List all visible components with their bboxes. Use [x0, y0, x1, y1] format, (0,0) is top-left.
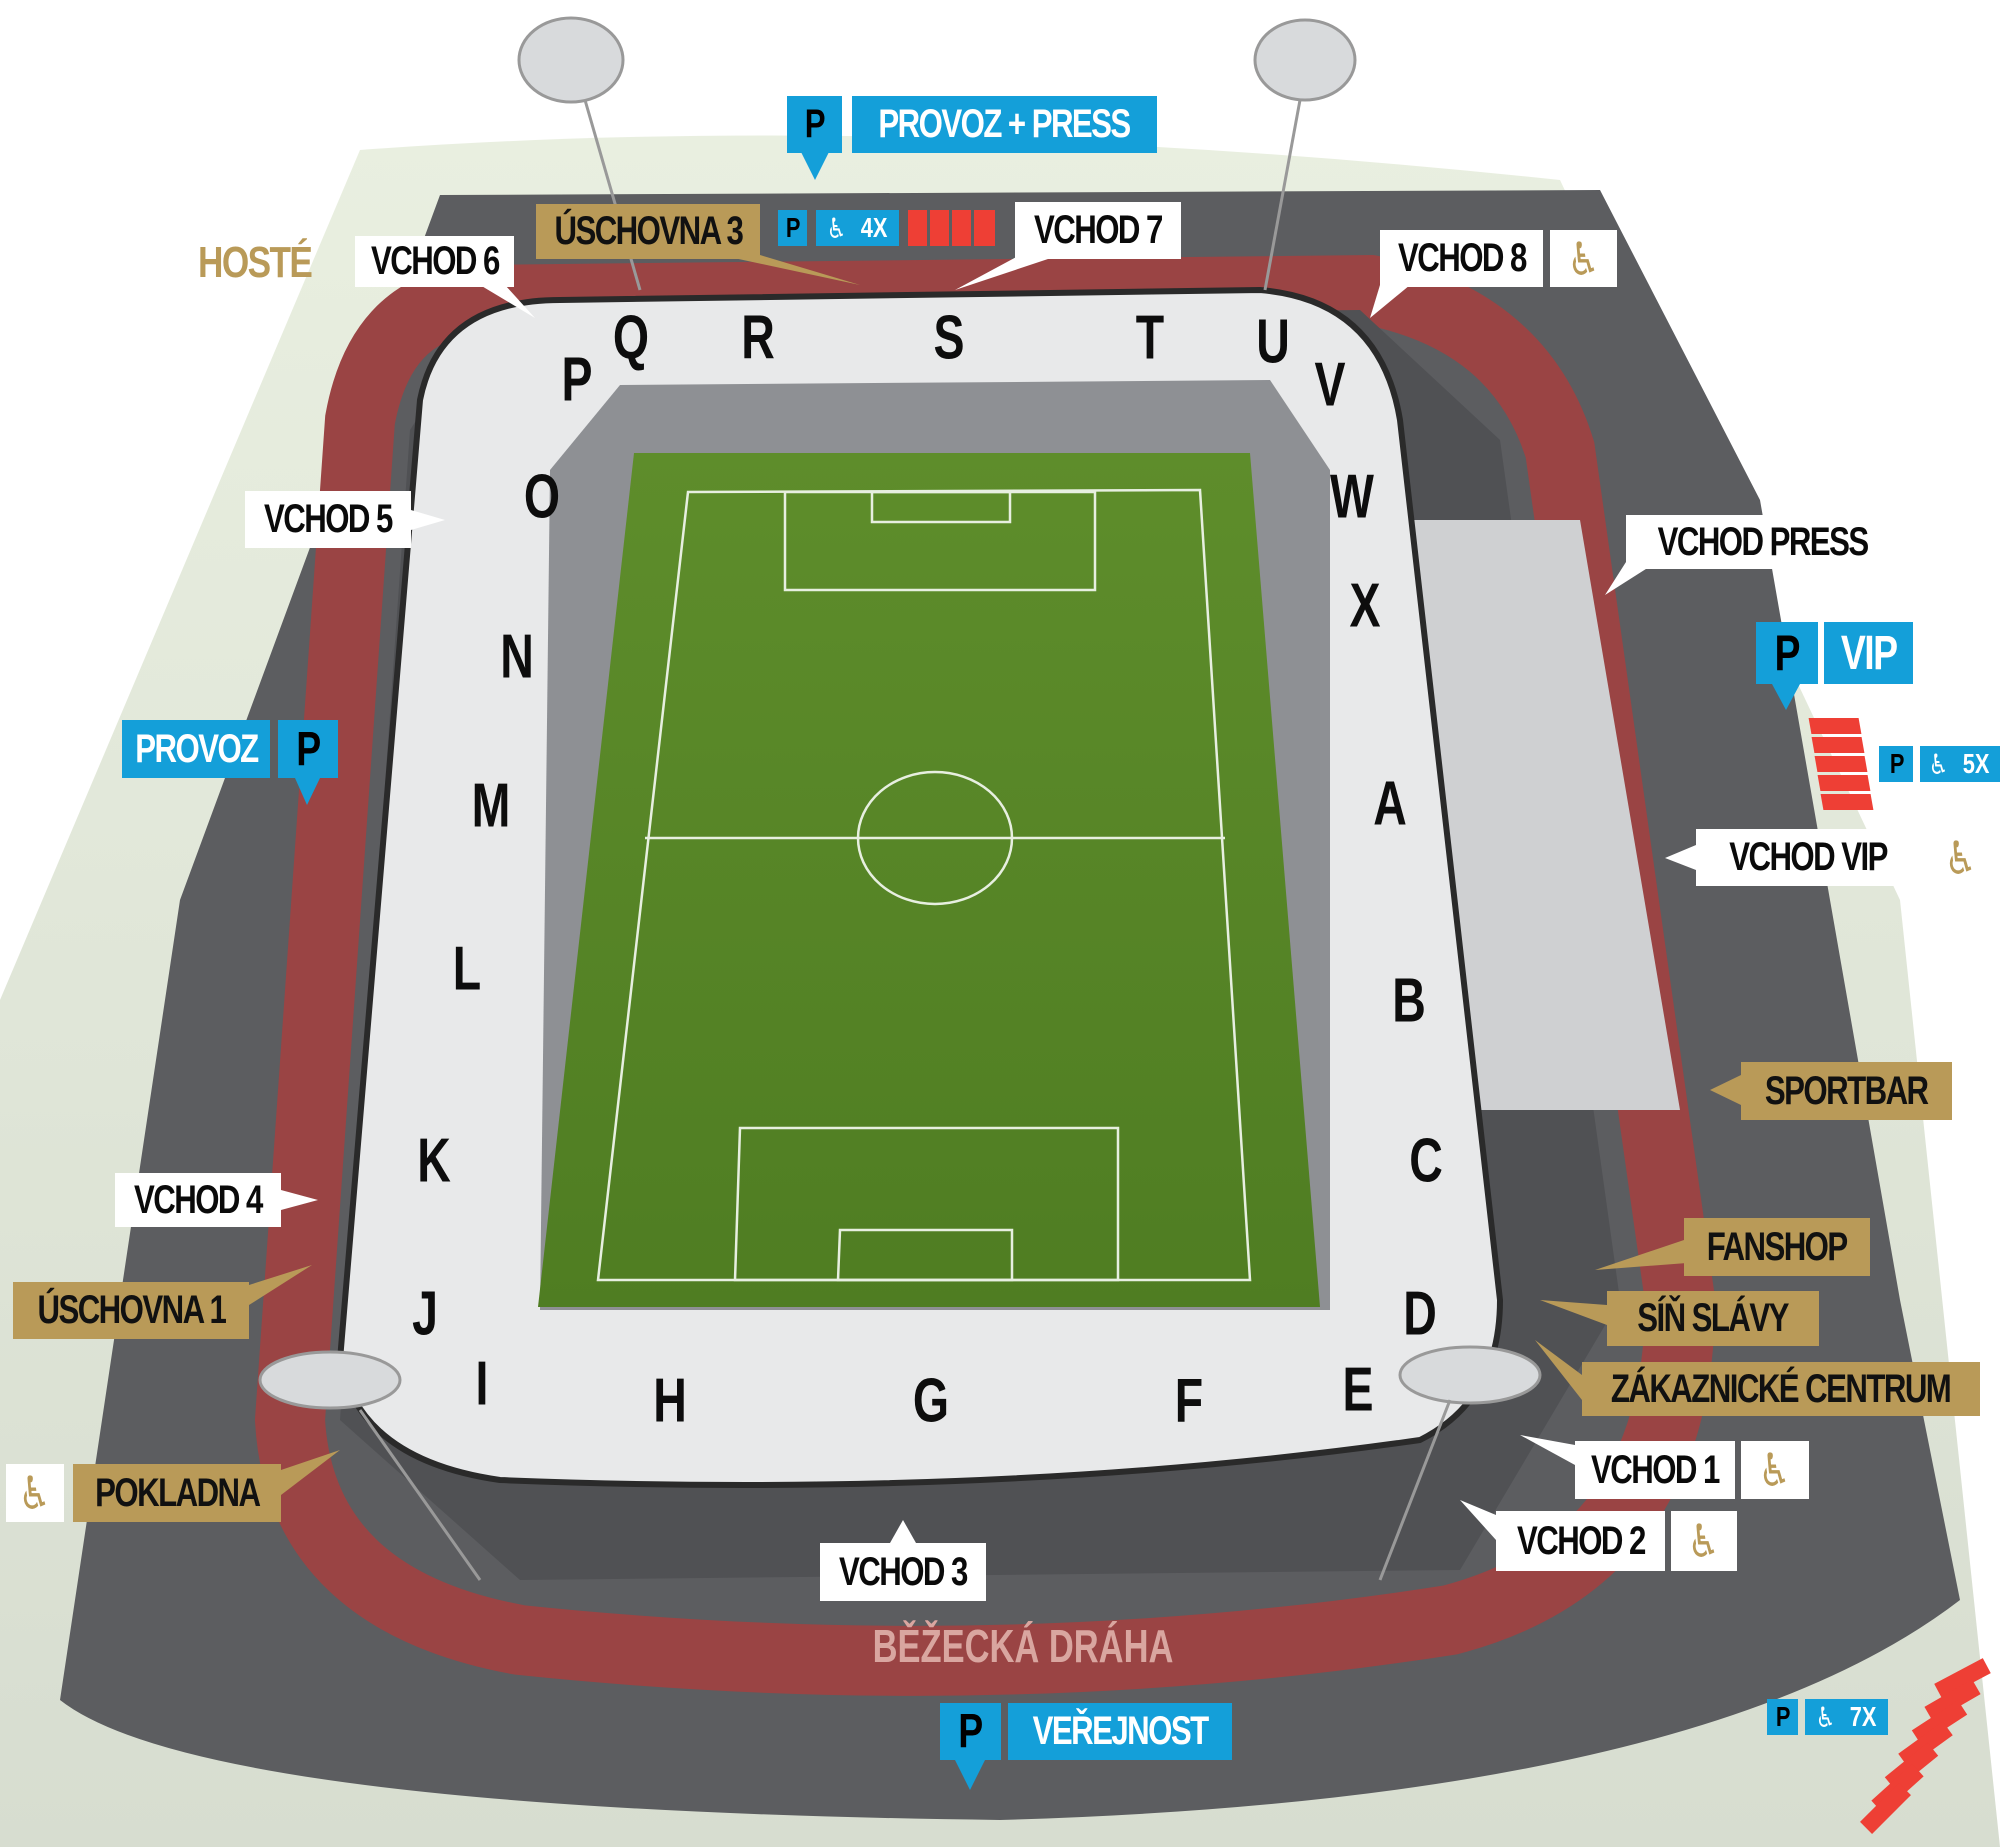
parking-spot — [1820, 794, 1874, 810]
parking-spot — [1808, 718, 1862, 734]
section-x[interactable]: X — [1349, 571, 1381, 641]
label-vchod-5[interactable]: VCHOD 5 — [245, 491, 411, 548]
parking-icon: P — [278, 720, 338, 778]
label-vchod-1[interactable]: VCHOD 1 — [1575, 1441, 1735, 1499]
label-vchod-3[interactable]: VCHOD 3 — [820, 1543, 986, 1601]
parking-spot — [1814, 756, 1868, 772]
label-verejnost[interactable]: VEŘEJNOST — [1008, 1703, 1232, 1760]
wheelchair-icon: ♿ — [6, 1464, 64, 1522]
section-s[interactable]: S — [933, 303, 965, 373]
section-j[interactable]: J — [412, 1279, 438, 1349]
section-i[interactable]: I — [475, 1349, 489, 1419]
parking-icon: P — [787, 96, 842, 153]
disabled-parking-5x: ♿ 5X — [1920, 746, 2000, 782]
section-w[interactable]: W — [1330, 462, 1374, 532]
pitch — [538, 453, 1320, 1307]
wheelchair-icon: ♿ — [1929, 747, 1949, 781]
parking-icon: P — [940, 1703, 1001, 1760]
label-sportbar[interactable]: SPORTBAR — [1741, 1062, 1952, 1120]
label-uschovna-1[interactable]: ÚSCHOVNA 1 — [13, 1282, 249, 1339]
parking-spot — [930, 210, 949, 246]
running-track — [254, 254, 1716, 1696]
section-e[interactable]: E — [1342, 1355, 1374, 1425]
section-f[interactable]: F — [1174, 1366, 1204, 1436]
label-uschovna-3[interactable]: ÚSCHOVNA 3 — [536, 204, 760, 259]
label-zakaznicke-centrum[interactable]: ZÁKAZNICKÉ CENTRUM — [1582, 1362, 1980, 1416]
wheelchair-icon: ♿ — [1550, 230, 1617, 287]
parking-spot — [1811, 737, 1865, 753]
section-u[interactable]: U — [1256, 307, 1290, 377]
parking-icon: P — [778, 210, 807, 246]
section-k[interactable]: K — [417, 1126, 451, 1196]
label-vip-parking[interactable]: VIP — [1824, 622, 1913, 684]
section-b[interactable]: B — [1392, 966, 1426, 1036]
label-sin-slavy[interactable]: SÍŇ SLÁVY — [1607, 1291, 1819, 1346]
wheelchair-icon: ♿ — [1671, 1511, 1737, 1571]
pitch-lines — [596, 488, 1252, 1282]
label-vchod-8[interactable]: VCHOD 8 — [1380, 230, 1543, 287]
label-vchod-4[interactable]: VCHOD 4 — [115, 1173, 281, 1227]
parking-icon: P — [1879, 746, 1913, 782]
label-vchod-press[interactable]: VCHOD PRESS — [1626, 515, 1900, 569]
label-vchod-vip[interactable]: VCHOD VIP — [1696, 829, 1920, 886]
disabled-parking-4x: ♿ 4X — [816, 210, 899, 246]
section-q[interactable]: Q — [612, 303, 650, 373]
disabled-parking-7x: ♿ 7X — [1805, 1699, 1888, 1735]
parking-spot — [974, 210, 995, 246]
wheelchair-icon: ♿ — [1741, 1441, 1809, 1499]
section-r[interactable]: R — [741, 303, 775, 373]
wheelchair-icon: ♿ — [826, 211, 847, 245]
section-l[interactable]: L — [452, 934, 482, 1004]
section-h[interactable]: H — [653, 1366, 687, 1436]
section-n[interactable]: N — [500, 622, 534, 692]
section-d[interactable]: D — [1403, 1279, 1437, 1349]
parking-icon: P — [1756, 622, 1818, 684]
label-hoste[interactable]: HOSTÉ — [198, 238, 313, 287]
section-g[interactable]: G — [912, 1366, 950, 1436]
section-c[interactable]: C — [1409, 1126, 1443, 1196]
wheelchair-icon: ♿ — [1815, 1700, 1836, 1734]
parking-icon: P — [1767, 1699, 1798, 1735]
label-vchod-7[interactable]: VCHOD 7 — [1015, 202, 1181, 259]
parking-spot — [908, 210, 927, 246]
label-fanshop[interactable]: FANSHOP — [1684, 1218, 1870, 1276]
section-a[interactable]: A — [1373, 769, 1407, 839]
section-p[interactable]: P — [561, 345, 593, 415]
section-o[interactable]: O — [523, 462, 561, 532]
section-m[interactable]: M — [471, 771, 511, 841]
section-t[interactable]: T — [1135, 303, 1165, 373]
label-provoz-press[interactable]: PROVOZ + PRESS — [852, 96, 1157, 153]
section-v[interactable]: V — [1314, 350, 1346, 420]
label-pointers — [249, 150, 1800, 1790]
parking-spot — [952, 210, 971, 246]
wheelchair-icon: ♿ — [1926, 829, 1996, 886]
label-pokladna[interactable]: POKLADNA — [73, 1464, 281, 1522]
label-vchod-6[interactable]: VCHOD 6 — [355, 236, 514, 287]
running-track-label: BĚŽECKÁ DRÁHA — [873, 1620, 1174, 1672]
parking-spot — [1817, 775, 1871, 791]
label-provoz[interactable]: PROVOZ — [122, 720, 270, 778]
label-vchod-2[interactable]: VCHOD 2 — [1496, 1511, 1665, 1571]
main-building — [1410, 520, 1680, 1110]
